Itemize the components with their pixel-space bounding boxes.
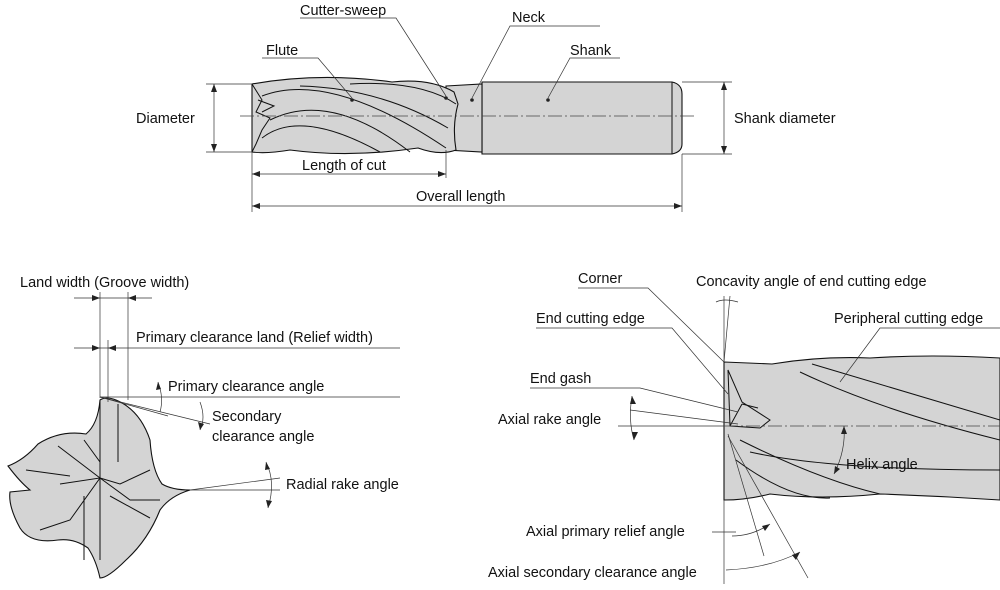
secondary-clearance-angle-label-2: clearance angle (212, 429, 314, 445)
shank-body (481, 81, 683, 155)
axial-rake-angle-label: Axial rake angle (498, 412, 601, 428)
axial-secondary-clearance-angle-label: Axial secondary clearance angle (488, 565, 697, 581)
side-view: Diameter Shank diameter Length of cut Ov… (136, 3, 836, 212)
diameter-label: Diameter (136, 111, 195, 127)
neck-label: Neck (512, 10, 546, 26)
flute-label: Flute (266, 43, 298, 59)
tip-view-body (723, 355, 1000, 501)
corner-label: Corner (578, 271, 622, 287)
flute-body (251, 76, 459, 155)
shank-diameter-label: Shank diameter (734, 111, 836, 127)
end-cutting-edge-label: End cutting edge (536, 311, 645, 327)
helix-angle-label: Helix angle (846, 457, 918, 473)
end-view: Land width (Groove width) Primary cleara… (7, 275, 400, 579)
cutter-sweep-label: Cutter-sweep (300, 3, 386, 19)
primary-clearance-angle-label: Primary clearance angle (168, 379, 324, 395)
end-view-cross-section (7, 397, 191, 579)
shank-label: Shank (570, 43, 612, 59)
tip-view: Corner Concavity angle of end cutting ed… (488, 271, 1000, 584)
axial-primary-relief-angle-label: Axial primary relief angle (526, 524, 685, 540)
overall-length-label: Overall length (416, 189, 505, 205)
primary-clearance-land-label: Primary clearance land (Relief width) (136, 330, 373, 346)
concavity-angle-label: Concavity angle of end cutting edge (696, 274, 927, 290)
peripheral-cutting-edge-label: Peripheral cutting edge (834, 311, 983, 327)
length-of-cut-label: Length of cut (302, 158, 386, 174)
secondary-clearance-angle-label-1: Secondary (212, 409, 282, 425)
land-width-label: Land width (Groove width) (20, 275, 189, 291)
radial-rake-angle-label: Radial rake angle (286, 477, 399, 493)
end-gash-label: End gash (530, 371, 591, 387)
